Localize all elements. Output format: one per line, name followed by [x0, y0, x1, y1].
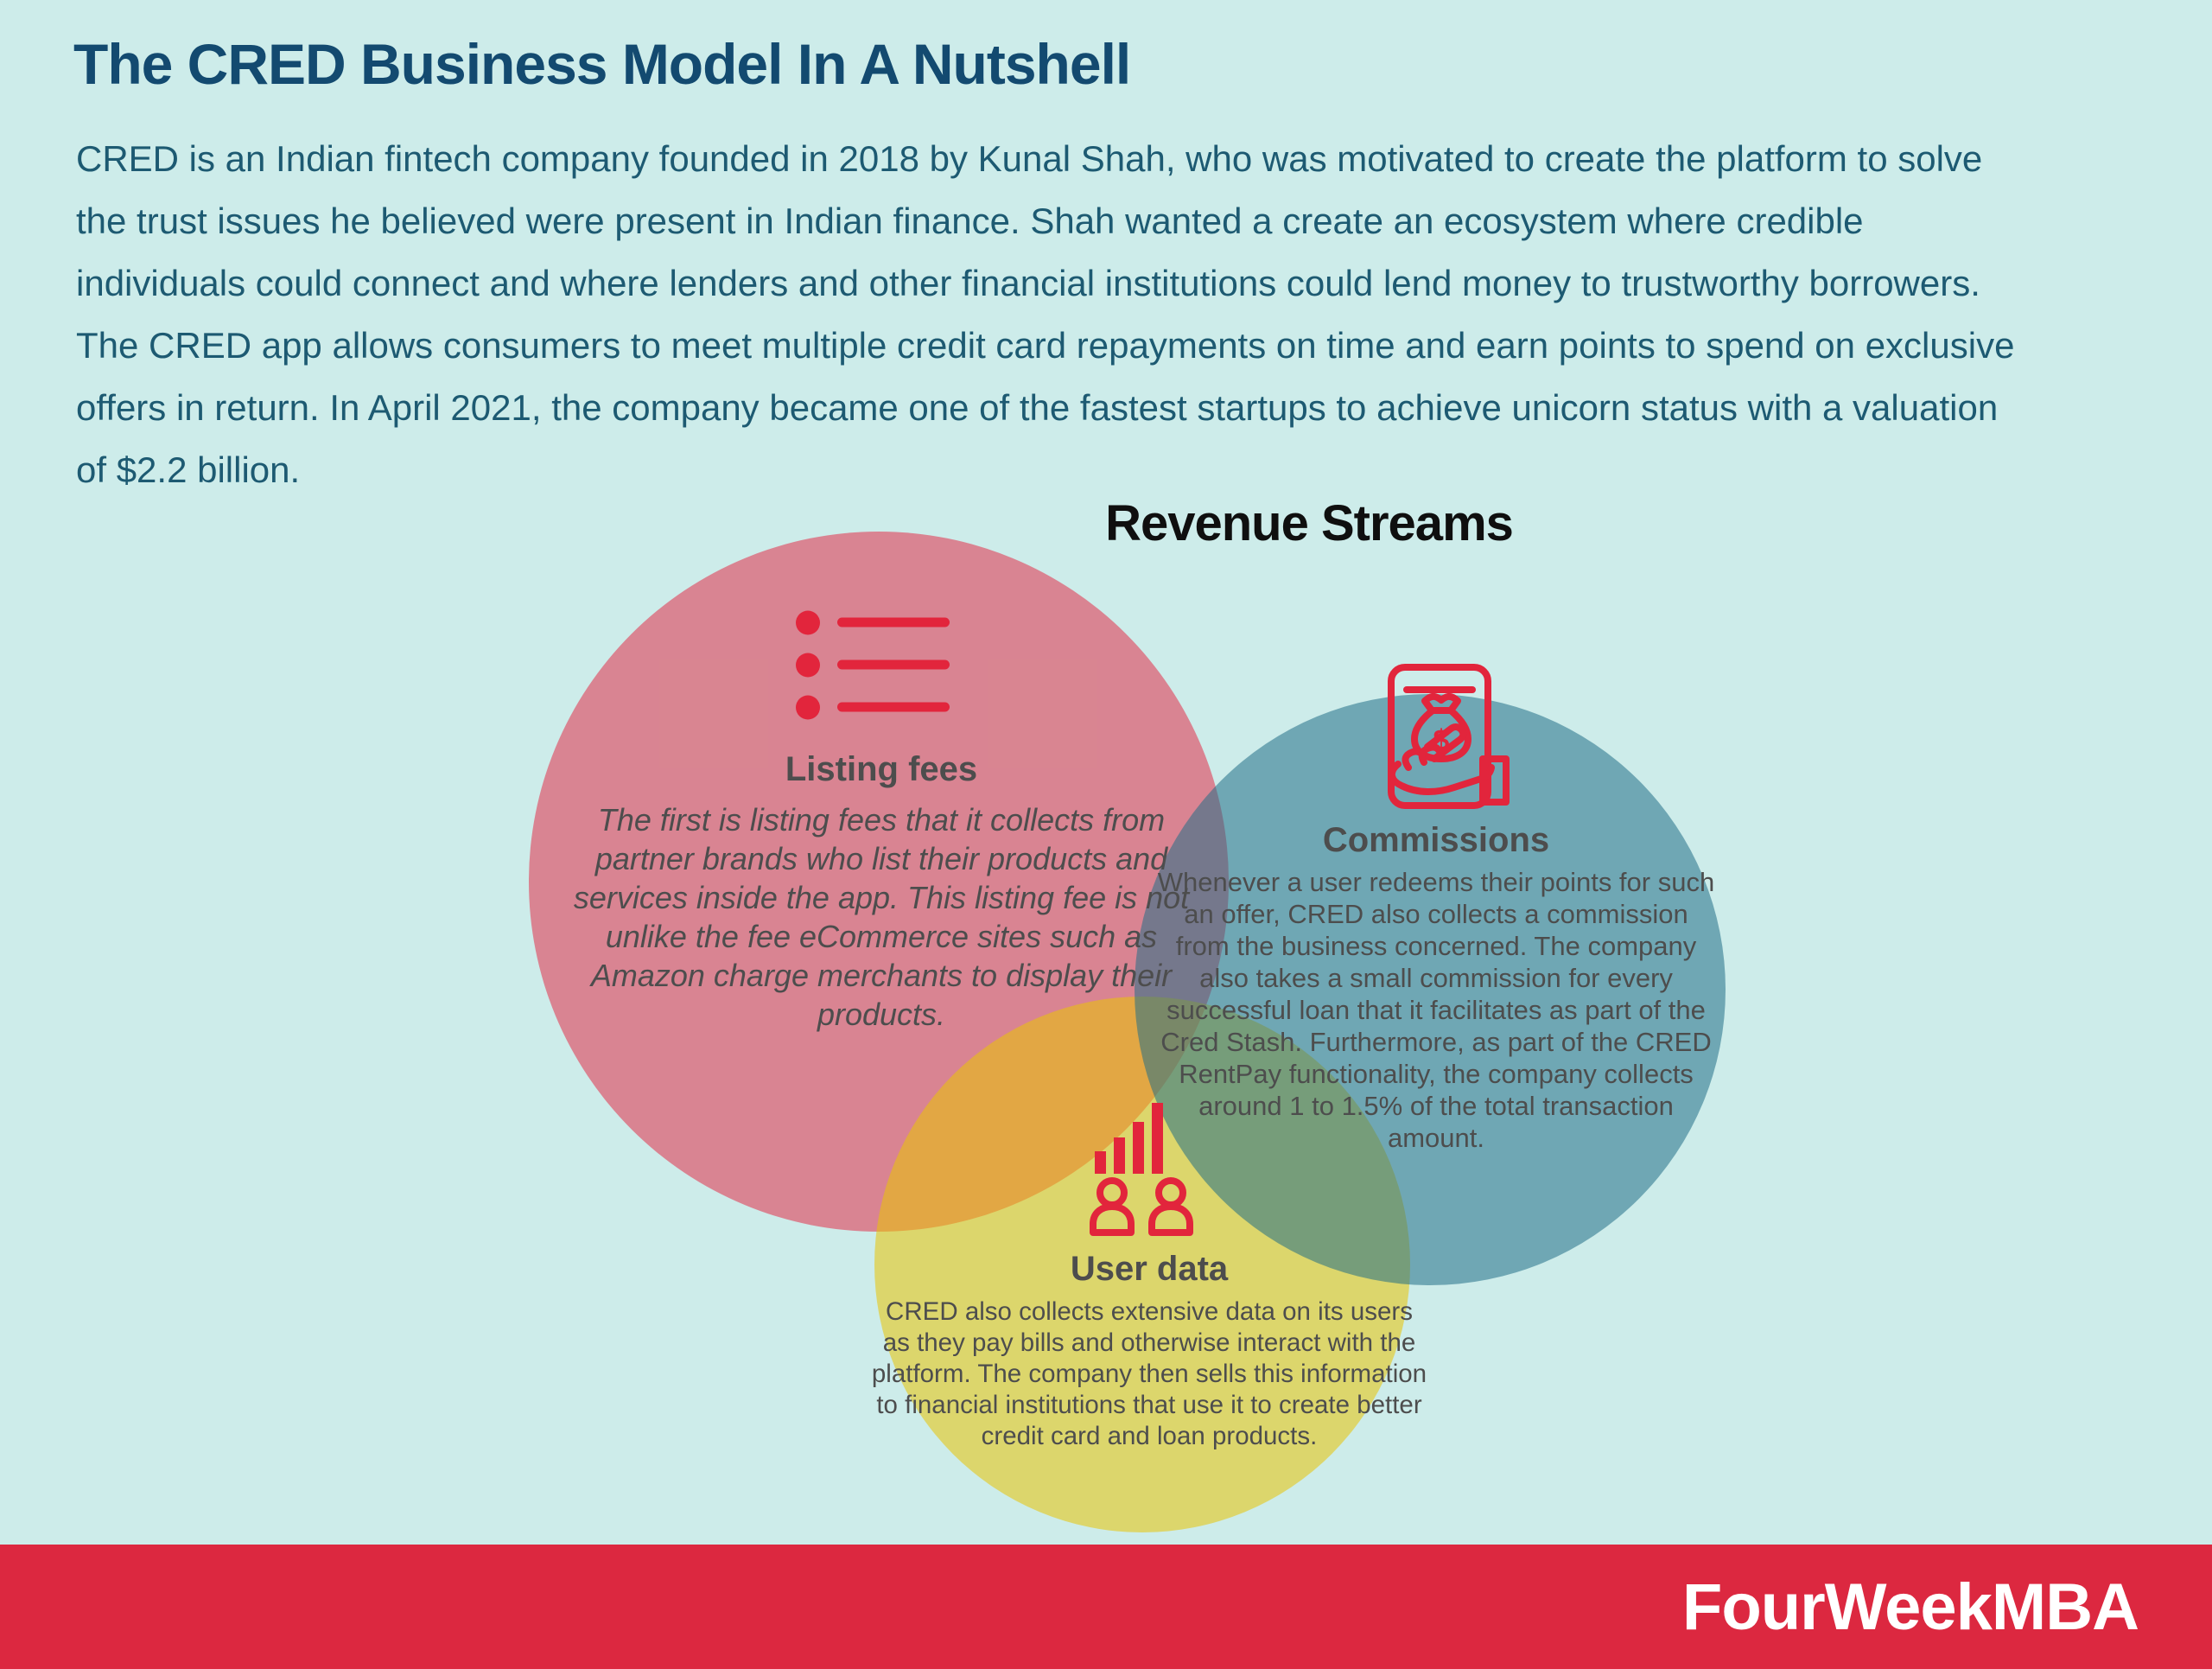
intro-paragraph: CRED is an Indian fintech company founde… — [76, 138, 2015, 490]
user-data-title: User data — [1070, 1250, 1229, 1288]
bulleted-list-icon — [791, 602, 959, 731]
section-title: Revenue Streams — [1105, 495, 1514, 551]
listing-fees-text: The first is listing fees that it collec… — [573, 802, 1190, 1032]
user-data-text: CRED also collects extensive data on its… — [871, 1297, 1427, 1450]
brand-logo: FourWeekMBA — [1681, 1570, 2139, 1644]
commissions-title: Commissions — [1322, 821, 1550, 859]
listing-fees-title: Listing fees — [785, 750, 978, 788]
money-hand-icon: $ — [1381, 662, 1512, 818]
page-title: The CRED Business Model In A Nutshell — [73, 32, 1131, 96]
user-growth-icon — [1074, 1098, 1230, 1236]
commissions-text: Whenever a user redeems their points for… — [1157, 867, 1715, 1153]
footer-bar: FourWeekMBA — [0, 1545, 2212, 1669]
